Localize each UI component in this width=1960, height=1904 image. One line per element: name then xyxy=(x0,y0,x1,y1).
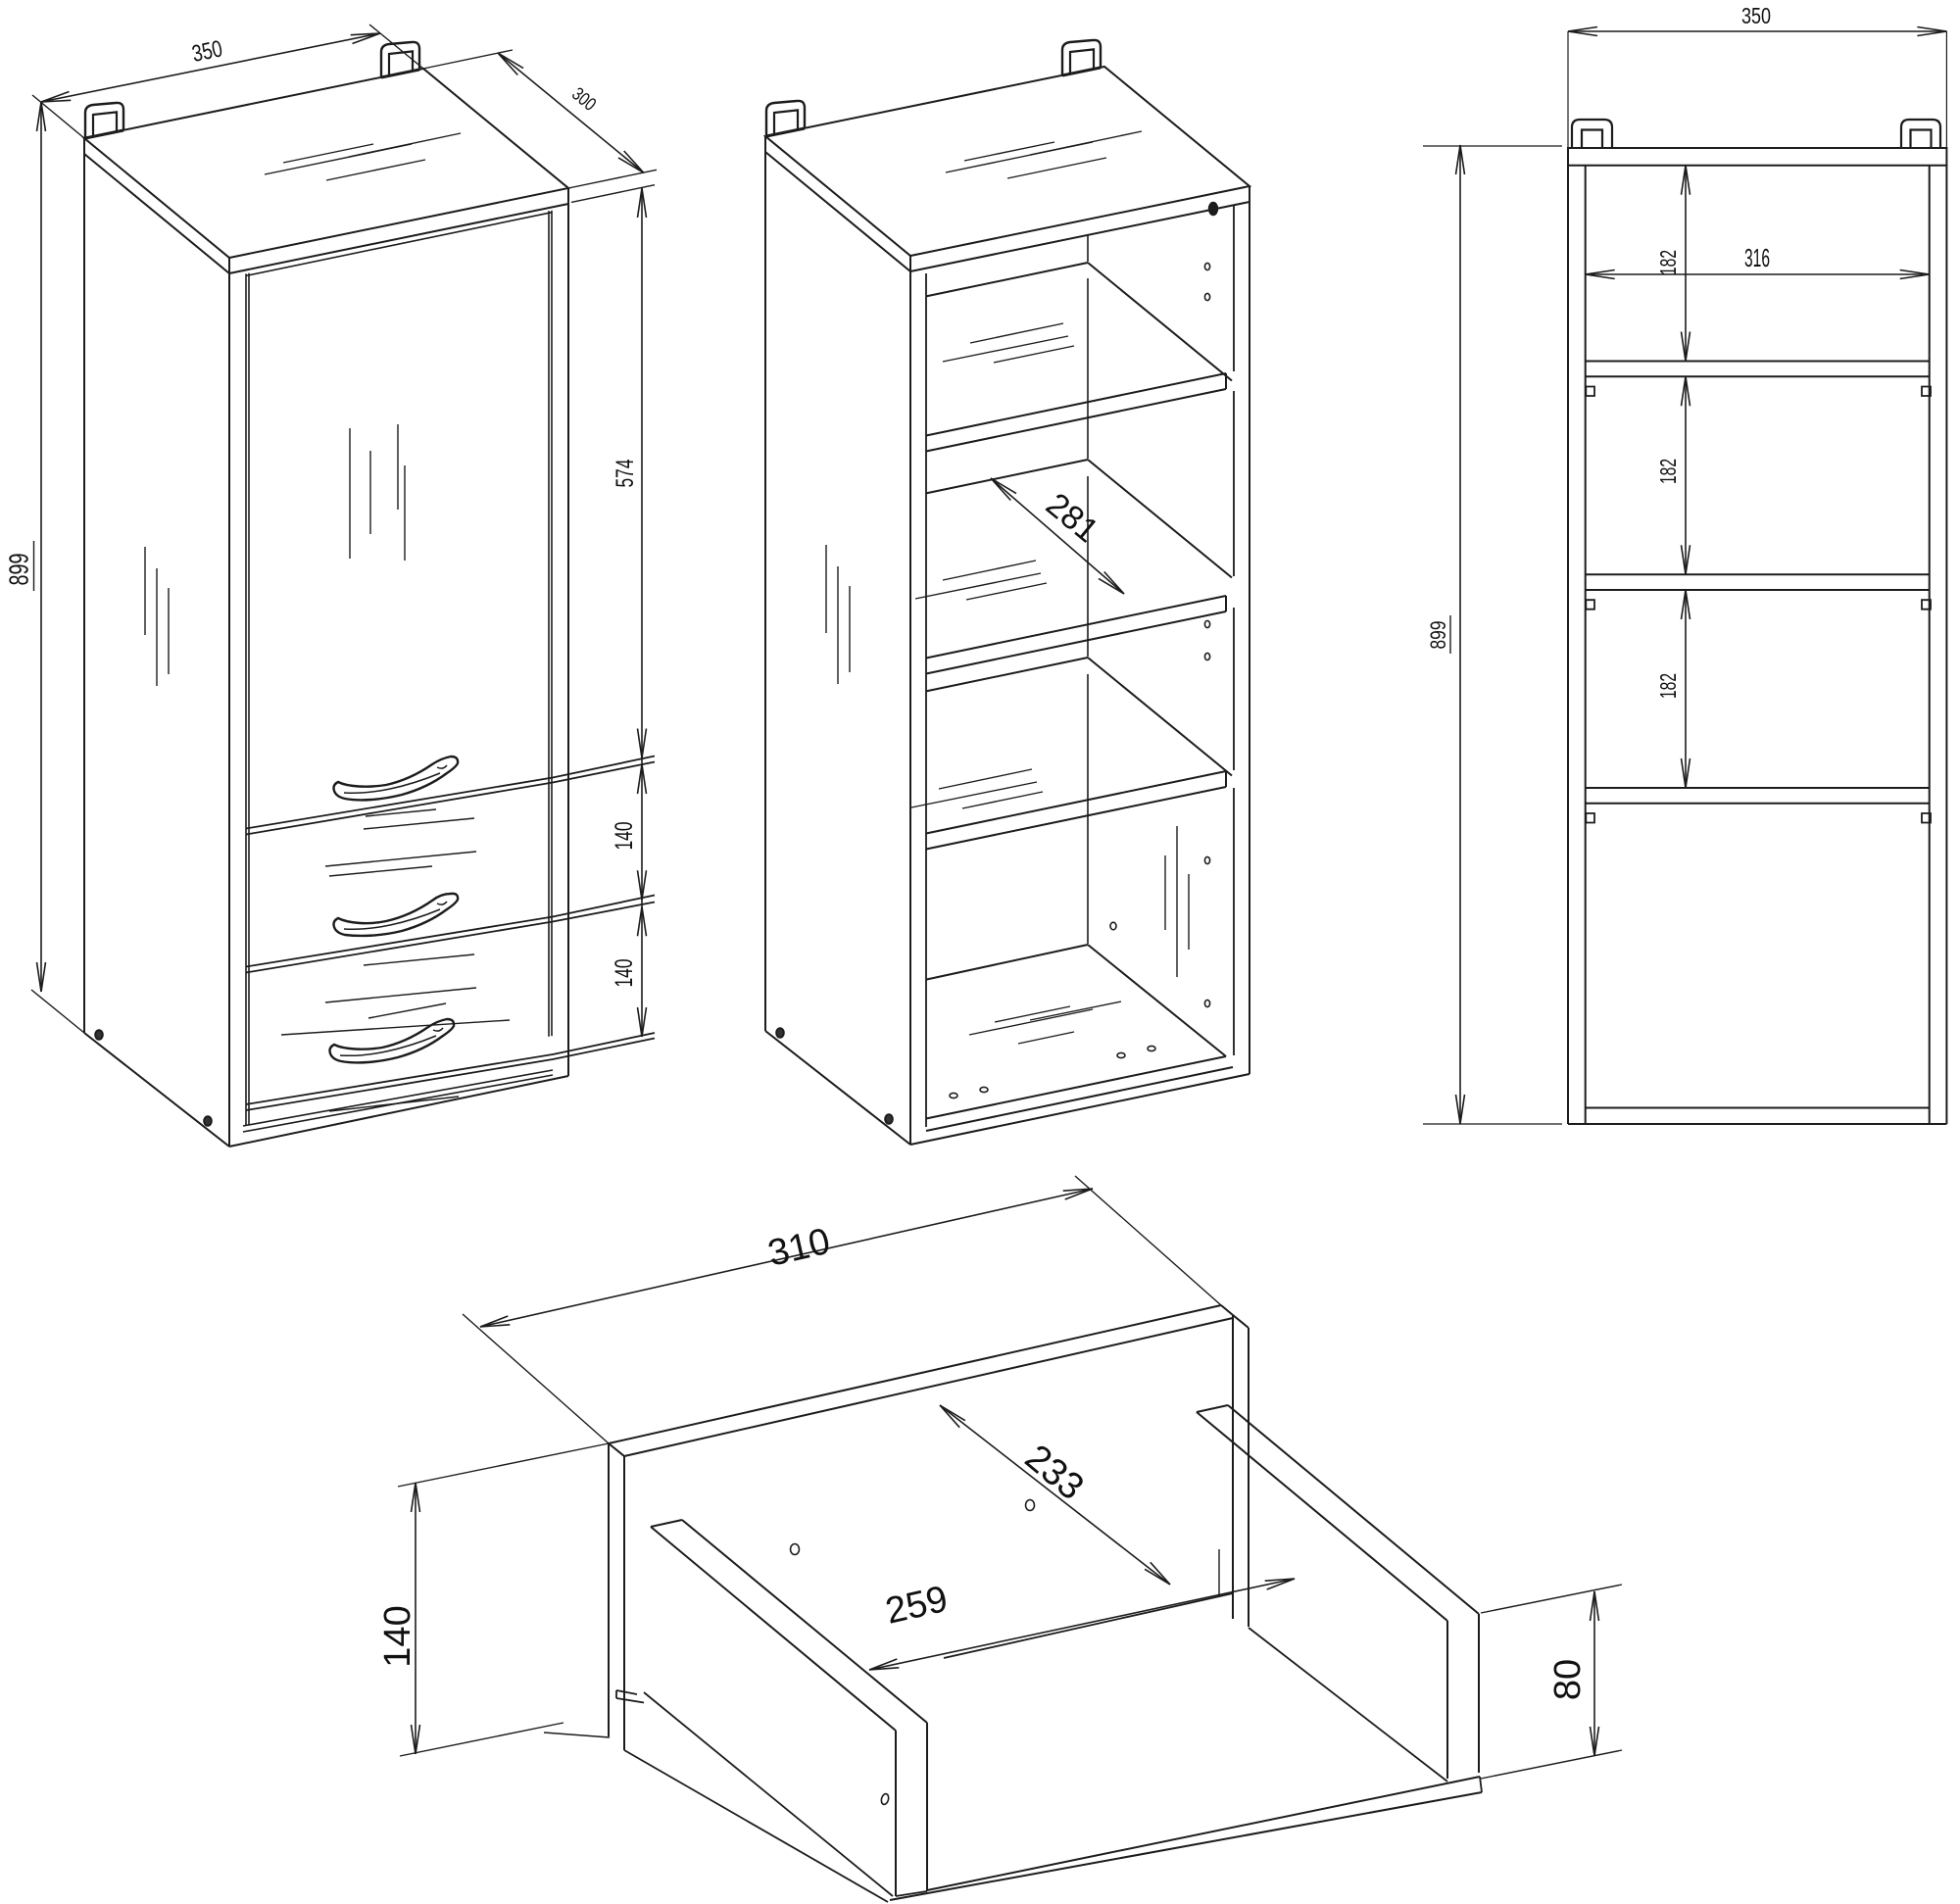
svg-text:899: 899 xyxy=(1426,621,1450,650)
svg-text:350: 350 xyxy=(1741,3,1771,28)
svg-text:182: 182 xyxy=(1655,250,1681,275)
svg-text:140: 140 xyxy=(377,1605,418,1667)
svg-text:182: 182 xyxy=(1655,673,1681,699)
svg-text:80: 80 xyxy=(1547,1659,1589,1700)
svg-text:899: 899 xyxy=(4,554,34,586)
svg-text:140: 140 xyxy=(611,959,638,988)
svg-text:316: 316 xyxy=(1744,243,1770,272)
svg-text:140: 140 xyxy=(611,822,638,851)
svg-text:574: 574 xyxy=(612,459,639,487)
svg-text:182: 182 xyxy=(1655,459,1681,484)
svg-text:350: 350 xyxy=(190,35,225,68)
